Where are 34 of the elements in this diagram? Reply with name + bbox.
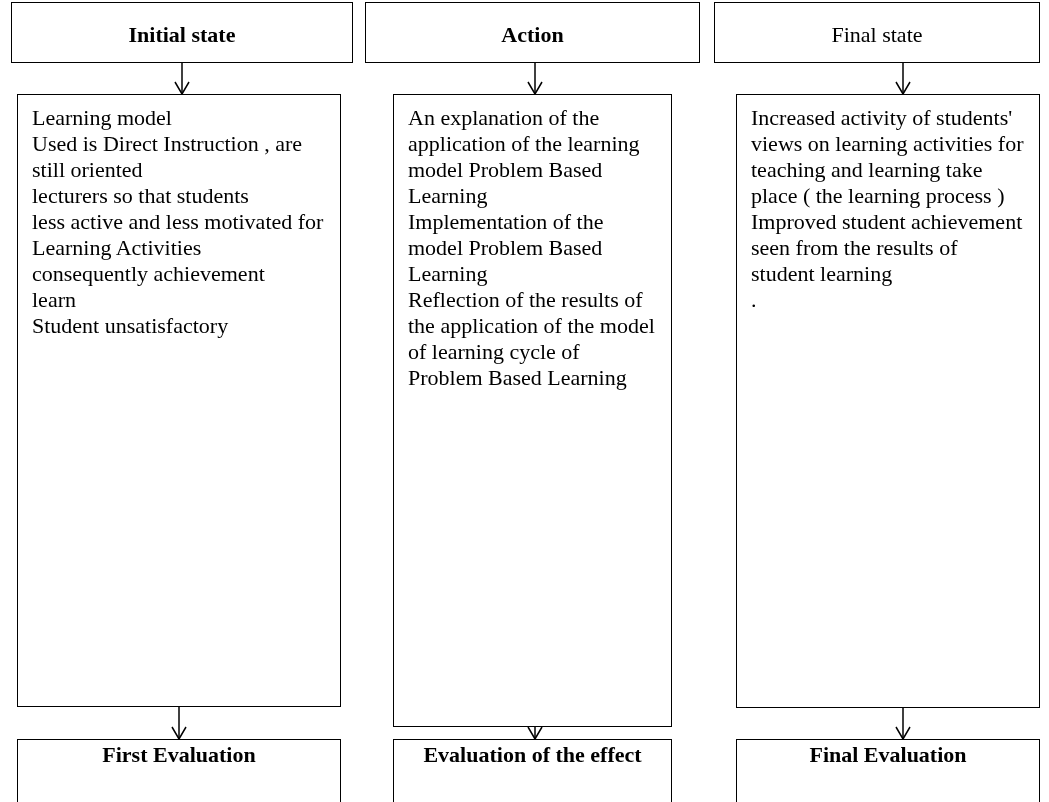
arrow: [527, 62, 543, 95]
description-text: learn: [32, 287, 77, 313]
stage-header-box: [11, 2, 353, 63]
evaluation-box: [736, 739, 1040, 802]
stage-title: Final Evaluation: [808, 742, 968, 768]
description-text: Learning Activities: [32, 235, 203, 261]
description-text: Student unsatisfactory: [32, 313, 230, 339]
description-text: Reflection of the results of the application of the model of learning cycle of Problem Based Learning: [408, 287, 656, 391]
stage-header-box: [714, 2, 1040, 63]
arrow: [171, 706, 187, 740]
description-text: consequently achievement: [32, 261, 266, 287]
description-text: An explanation of the application of the learning model Problem Based Learning: [408, 105, 641, 209]
description-text: Increased activity of students' views on learning activities for teaching and learning take place ( the learning process ): [751, 105, 1025, 209]
arrow: [895, 707, 911, 740]
evaluation-box: [17, 739, 341, 802]
description-text: Learning model: [32, 105, 173, 131]
evaluation-box: [393, 739, 672, 802]
description-text: Implementation of the model Problem Based Learning: [408, 209, 605, 287]
arrow: [174, 62, 190, 95]
description-text: .: [751, 287, 758, 313]
description-box: [393, 94, 672, 727]
arrow: [527, 726, 543, 740]
description-text: less active and less motivated for: [32, 209, 325, 235]
description-text: Improved student achievement seen from the results of student learning: [751, 209, 1024, 287]
description-box: [736, 94, 1040, 708]
stage-title: Evaluation of the effect: [422, 742, 643, 768]
description-box: [17, 94, 341, 707]
stage-title: Initial state: [128, 21, 236, 48]
arrow: [895, 62, 911, 95]
stage-title: Final state: [831, 21, 923, 48]
stage-header-box: [365, 2, 700, 63]
stage-title: First Evaluation: [101, 742, 257, 768]
stage-title: Action: [501, 21, 564, 48]
description-text: lecturers so that students: [32, 183, 250, 209]
